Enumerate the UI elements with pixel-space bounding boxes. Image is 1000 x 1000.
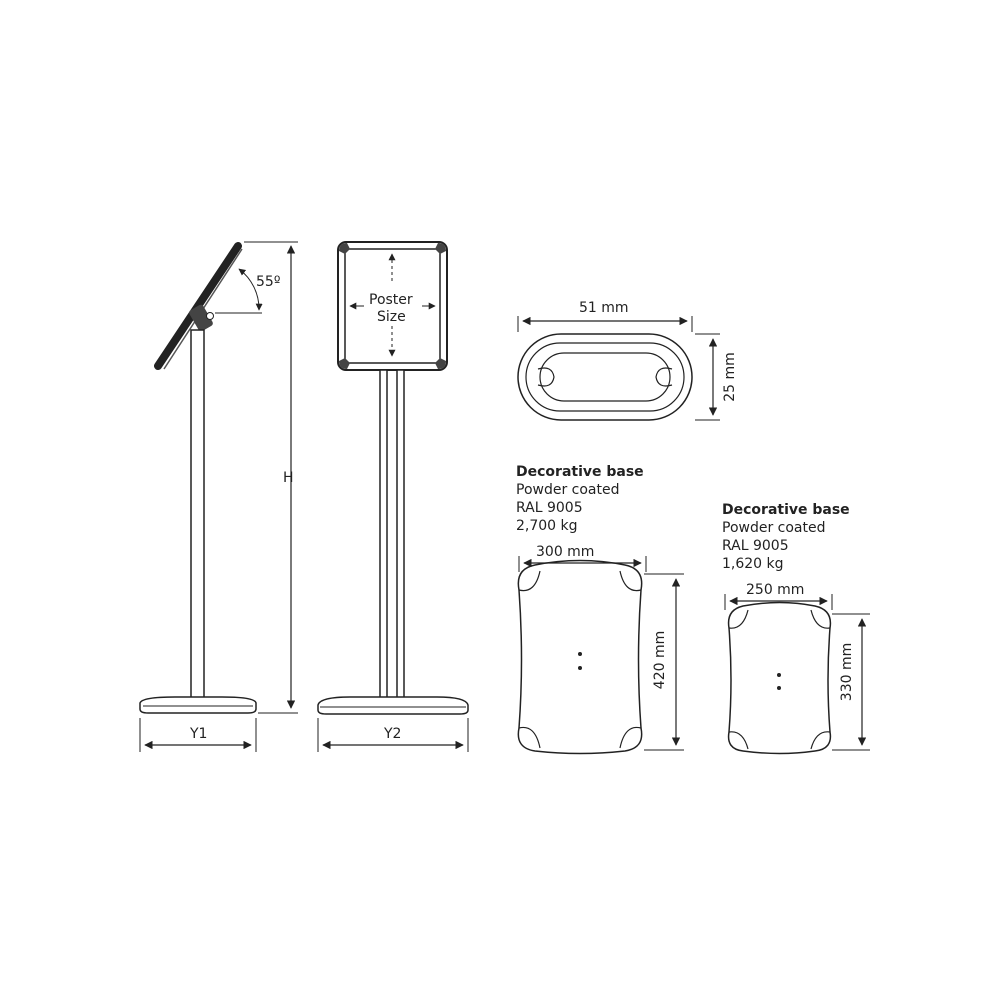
front-base bbox=[317, 696, 469, 715]
front-pole-right bbox=[396, 369, 405, 699]
small-base-line3: 1,620 kg bbox=[722, 556, 784, 572]
y2-dimension: Y2 bbox=[317, 718, 469, 752]
large-base-description: Decorative base Powder coated RAL 9005 2… bbox=[516, 463, 644, 535]
y1-dimension: Y1 bbox=[139, 718, 257, 752]
poster-frame bbox=[337, 241, 448, 371]
large-base-line3: 2,700 kg bbox=[516, 518, 578, 534]
tilt-bracket bbox=[189, 304, 214, 332]
front-pole-left bbox=[379, 369, 388, 699]
side-pole bbox=[190, 329, 205, 701]
profile-height-label: 25 mm bbox=[722, 352, 738, 402]
profile-width-label: 51 mm bbox=[579, 300, 629, 316]
small-base-description: Decorative base Powder coated RAL 9005 1… bbox=[722, 501, 850, 573]
small-base-title: Decorative base bbox=[722, 502, 850, 518]
side-base bbox=[139, 696, 257, 714]
small-base-height-label: 330 mm bbox=[839, 643, 855, 701]
profile-cross-section: 51 mm 25 mm bbox=[517, 300, 738, 421]
large-base-line1: Powder coated bbox=[516, 482, 620, 498]
poster-label-line1: Poster bbox=[369, 292, 413, 308]
small-base-line1: Powder coated bbox=[722, 520, 826, 536]
small-base-width-label: 250 mm bbox=[746, 582, 804, 598]
front-view-stand: Poster Size Y2 bbox=[317, 241, 469, 752]
height-label: H bbox=[283, 470, 294, 486]
angle-label: 55º bbox=[256, 274, 280, 290]
large-base-width-label: 300 mm bbox=[536, 544, 594, 560]
side-view-stand: 55º H Y1 bbox=[139, 241, 298, 752]
angle-dimension: 55º bbox=[215, 268, 280, 314]
height-dimension: H bbox=[244, 241, 298, 714]
poster-label-line2: Size bbox=[377, 309, 406, 325]
large-base-height-label: 420 mm bbox=[652, 631, 668, 689]
y2-label: Y2 bbox=[383, 726, 401, 742]
small-base-plate: 250 mm 330 mm bbox=[724, 582, 870, 755]
y1-label: Y1 bbox=[189, 726, 207, 742]
large-base-plate: 300 mm 420 mm bbox=[517, 544, 684, 755]
small-base-line2: RAL 9005 bbox=[722, 538, 789, 554]
large-base-title: Decorative base bbox=[516, 464, 644, 480]
large-base-line2: RAL 9005 bbox=[516, 500, 583, 516]
